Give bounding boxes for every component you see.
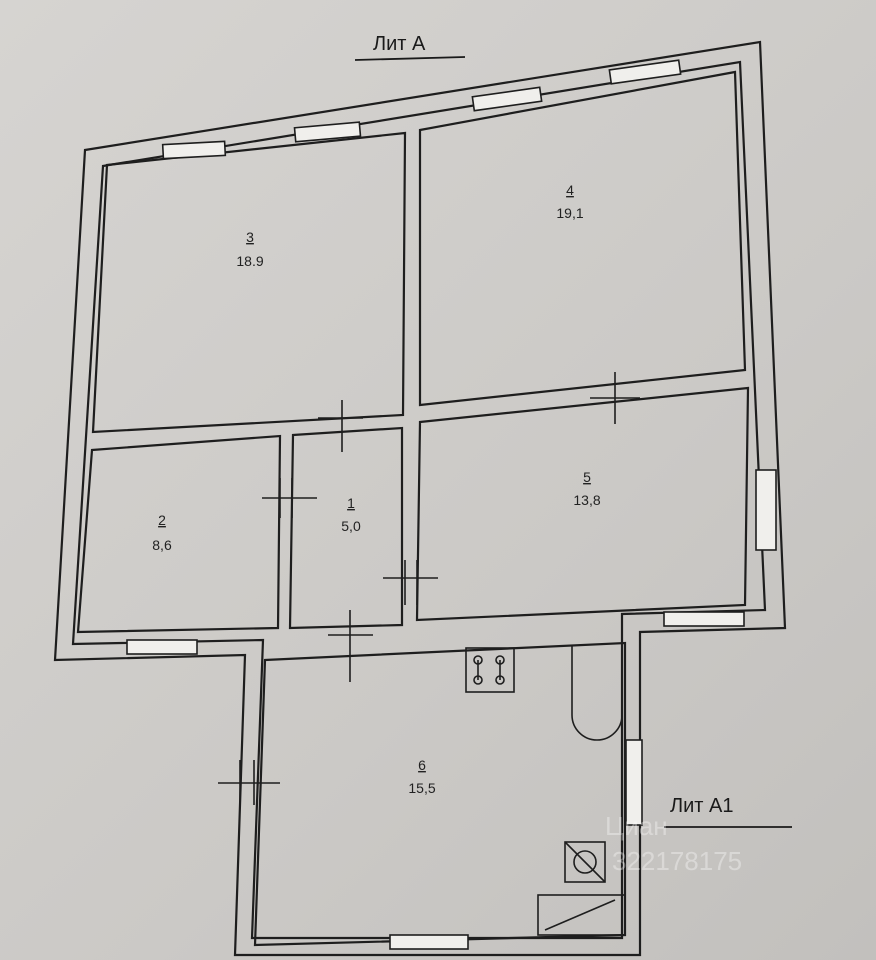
room-3-area: 18.9	[236, 253, 263, 269]
room-6-number: 6	[418, 757, 426, 773]
bathtub-icon	[571, 645, 623, 741]
outer-wall	[53, 40, 787, 957]
room-5-outline	[415, 386, 750, 622]
room-1-area: 5,0	[341, 518, 361, 534]
room-1-number: 1	[347, 495, 355, 511]
room-3-number: 3	[246, 229, 254, 245]
sink-counter-icon	[537, 894, 626, 936]
lit-a-label: Лит А	[373, 33, 426, 55]
room-5-number: 5	[583, 469, 591, 485]
room-4-outline	[418, 70, 747, 407]
room-6-outline	[253, 641, 627, 947]
windows	[126, 59, 777, 950]
doors	[218, 372, 640, 805]
watermark-brand: Циан	[605, 811, 668, 841]
room-1-outline	[288, 426, 404, 630]
room-5-area: 13,8	[573, 492, 600, 508]
room-2-outline	[76, 434, 282, 634]
boiler-icon	[564, 841, 606, 883]
stove-icon	[465, 647, 515, 693]
room-4-number: 4	[566, 182, 574, 198]
room-3-outline	[91, 131, 407, 434]
watermark-id: 322178175	[612, 846, 742, 876]
room-4-area: 19,1	[556, 205, 583, 221]
room-2-number: 2	[158, 512, 166, 528]
room-6-area: 15,5	[408, 780, 435, 796]
lit-a1-label: Лит А1	[670, 795, 733, 817]
room-2-area: 8,6	[152, 537, 172, 553]
